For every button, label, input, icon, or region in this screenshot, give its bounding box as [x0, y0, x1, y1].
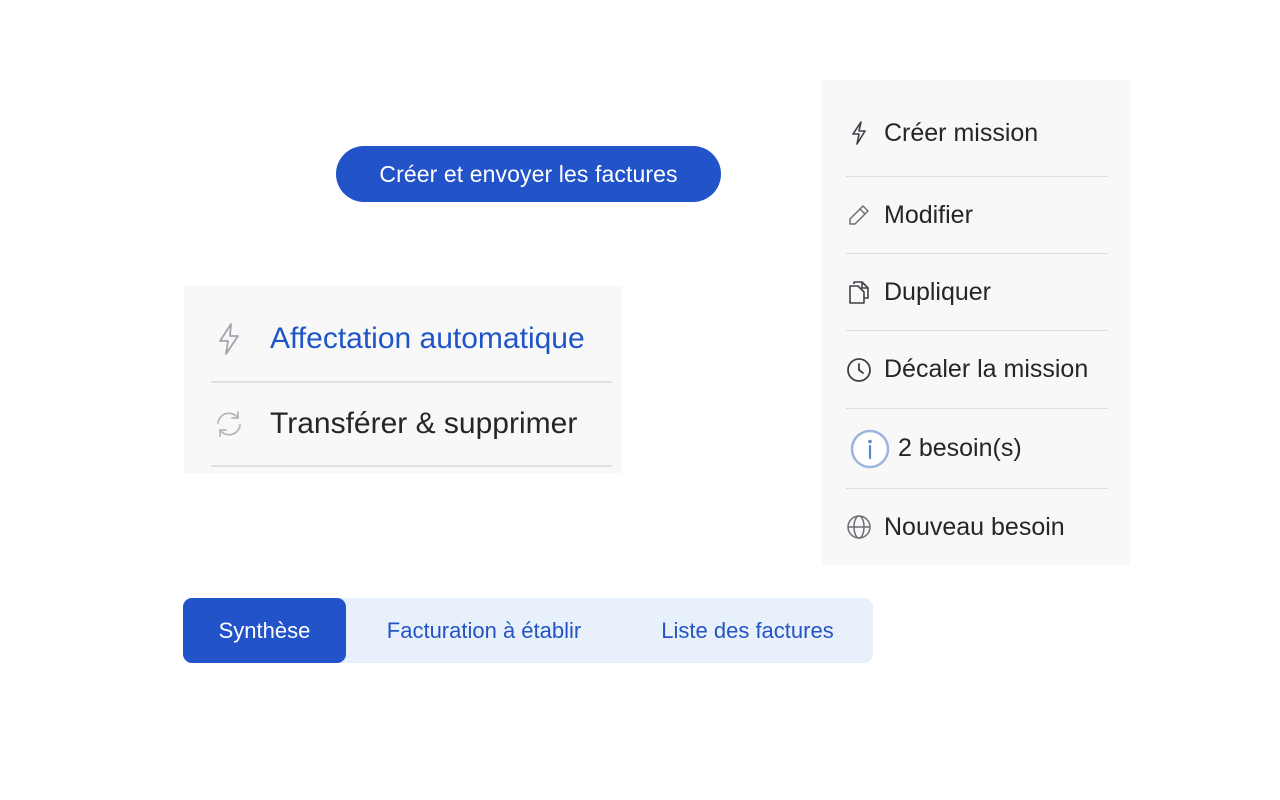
- pencil-icon: [846, 202, 872, 228]
- menu-item-label: Nouveau besoin: [884, 512, 1065, 541]
- menu-item-transfer-delete[interactable]: Transférer & supprimer: [211, 383, 612, 467]
- tab-bar: Synthèse Facturation à établir Liste des…: [183, 598, 873, 663]
- menu-item-label: Affectation automatique: [270, 321, 585, 355]
- copy-icon: [846, 279, 872, 305]
- clock-icon: [846, 357, 872, 383]
- create-send-invoices-button[interactable]: Créer et envoyer les factures: [336, 146, 721, 202]
- menu-item-shift-mission[interactable]: Décaler la mission: [846, 331, 1108, 409]
- tab-invoice-list[interactable]: Liste des factures: [661, 617, 834, 643]
- menu-item-duplicate[interactable]: Dupliquer: [846, 254, 1108, 331]
- tab-invoicing-to-prepare[interactable]: Facturation à établir: [386, 617, 582, 643]
- menu-item-label: Modifier: [884, 200, 973, 229]
- bolt-icon: [846, 120, 872, 146]
- menu-item-label: Dupliquer: [884, 277, 992, 306]
- info-icon: [850, 429, 890, 469]
- globe-icon: [846, 514, 872, 540]
- menu-item-label: 2 besoin(s): [898, 434, 1022, 462]
- menu-item-label: Décaler la mission: [884, 355, 1089, 383]
- refresh-icon: [211, 406, 247, 442]
- menu-item-create-mission[interactable]: Créer mission: [846, 80, 1108, 177]
- menu-item-needs[interactable]: 2 besoin(s): [846, 409, 1108, 489]
- tab-synthese[interactable]: Synthèse: [183, 598, 346, 663]
- bolt-icon: [211, 321, 247, 357]
- menu-item-label: Créer mission: [884, 118, 1039, 147]
- actions-menu: Affectation automatique Transférer & sup…: [184, 286, 622, 473]
- menu-item-label: Transférer & supprimer: [270, 407, 578, 440]
- menu-item-new-need[interactable]: Nouveau besoin: [846, 489, 1108, 565]
- context-menu: Créer mission Modifier Dupliquer: [822, 80, 1130, 565]
- menu-item-auto-assign[interactable]: Affectation automatique: [211, 286, 612, 383]
- menu-item-edit[interactable]: Modifier: [846, 177, 1108, 254]
